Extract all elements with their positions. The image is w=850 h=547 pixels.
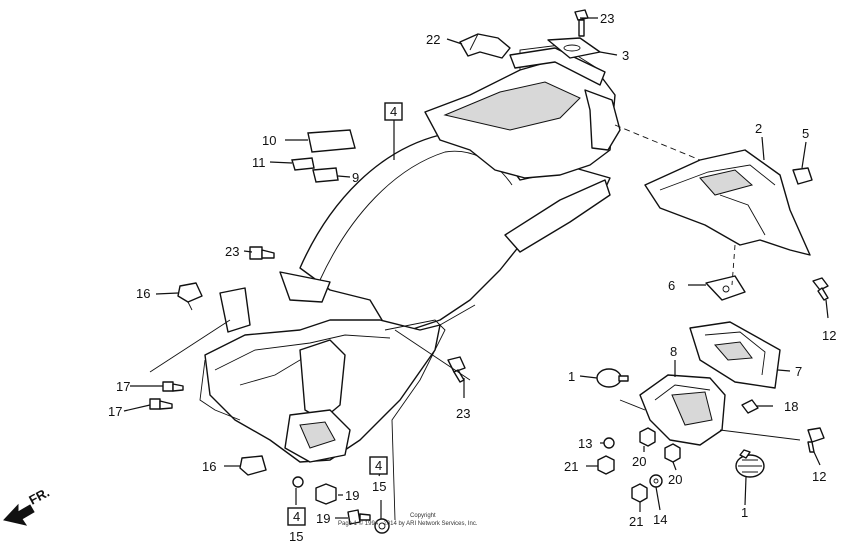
callout-16-bottom: 16 bbox=[202, 459, 216, 474]
grommet-15-bottom bbox=[374, 518, 390, 534]
ref-box-4-top: 4 bbox=[390, 104, 397, 119]
cap-5 bbox=[792, 167, 813, 185]
callout-1-top: 1 bbox=[568, 369, 575, 384]
callout-20-b: 20 bbox=[668, 472, 682, 487]
callout-20-a: 20 bbox=[632, 454, 646, 469]
washer-15-left bbox=[292, 476, 304, 488]
washer-14 bbox=[649, 474, 663, 488]
callout-19-b: 19 bbox=[316, 511, 330, 526]
callout-21-a: 21 bbox=[564, 459, 578, 474]
callout-23-top: 23 bbox=[600, 11, 614, 26]
callout-3: 3 bbox=[622, 48, 629, 63]
plate-7 bbox=[689, 321, 781, 389]
dashed-guides bbox=[149, 124, 801, 441]
bolt-23-left bbox=[249, 246, 275, 260]
bolt-12-bottom bbox=[807, 427, 825, 453]
callout-17-a: 17 bbox=[116, 379, 130, 394]
callout-14: 14 bbox=[653, 512, 667, 527]
callout-7: 7 bbox=[795, 364, 802, 379]
bolt-18 bbox=[741, 399, 759, 414]
callout-2: 2 bbox=[755, 121, 762, 136]
callout-18: 18 bbox=[784, 399, 798, 414]
leader-lines bbox=[123, 17, 829, 519]
callout-23-middle: 23 bbox=[456, 406, 470, 421]
washer-6 bbox=[705, 275, 746, 301]
callout-5: 5 bbox=[802, 126, 809, 141]
nut-19-a bbox=[315, 483, 337, 505]
callout-22: 22 bbox=[426, 32, 440, 47]
rear-fender-assembly bbox=[199, 44, 621, 521]
nut-20-a bbox=[639, 427, 656, 447]
screw-17-b bbox=[149, 398, 173, 410]
callout-12-bottom: 12 bbox=[812, 469, 826, 484]
ref-box-4-middle-frame bbox=[369, 456, 388, 475]
callout-23-left: 23 bbox=[225, 244, 239, 259]
bolt-12-top bbox=[812, 277, 829, 301]
clip-16-top bbox=[177, 282, 203, 311]
copyright-block: Copyright Page 1 © 1994 - 2014 by ARI Ne… bbox=[338, 513, 478, 527]
front-direction-indicator: FR. bbox=[3, 485, 52, 526]
rubber-1-bottom bbox=[735, 449, 765, 478]
copyright-line-2: Page 1 © 1994 - 2014 by ARI Network Serv… bbox=[338, 520, 478, 527]
screw-17-a bbox=[162, 381, 184, 392]
callout-12-top: 12 bbox=[822, 328, 836, 343]
callout-19-a: 19 bbox=[345, 488, 359, 503]
strap-22 bbox=[459, 33, 511, 59]
callout-15-left: 15 bbox=[289, 529, 303, 544]
callout-15-right: 15 bbox=[372, 479, 386, 494]
ref-box-4-bottom: 4 bbox=[293, 509, 300, 524]
nut-21-b bbox=[631, 483, 648, 503]
bolt-19-b bbox=[347, 509, 371, 525]
callout-16-top: 16 bbox=[136, 286, 150, 301]
bracket-2 bbox=[644, 149, 811, 256]
callout-13: 13 bbox=[578, 436, 592, 451]
nut-20-b bbox=[664, 443, 681, 463]
callout-1-bottom: 1 bbox=[741, 505, 748, 520]
callout-10: 10 bbox=[262, 133, 276, 148]
bolt-23-middle bbox=[447, 356, 466, 383]
clip-16-bottom bbox=[239, 455, 267, 476]
callout-9: 9 bbox=[352, 170, 359, 185]
ref-box-4-bottom-frame bbox=[287, 507, 306, 526]
bolt-23-top bbox=[574, 9, 589, 37]
ref-box-4-middle: 4 bbox=[375, 458, 382, 473]
callout-6: 6 bbox=[668, 278, 675, 293]
rubber-1-top bbox=[596, 368, 629, 388]
callouts: 22 23 3 10 11 9 23 16 17 17 16 19 19 15 … bbox=[108, 11, 836, 544]
ref-box-4-top-frame bbox=[384, 102, 403, 121]
direction-label: FR. bbox=[26, 485, 52, 508]
nut-21-a bbox=[597, 455, 615, 475]
pad-10 bbox=[307, 129, 356, 153]
direction-arrow-icon bbox=[3, 503, 35, 526]
washer-13 bbox=[603, 437, 615, 449]
callout-11: 11 bbox=[252, 155, 266, 170]
callout-21-b: 21 bbox=[629, 514, 643, 529]
pad-9 bbox=[312, 167, 339, 183]
copyright-line-1: Copyright bbox=[410, 513, 436, 519]
callout-8: 8 bbox=[670, 344, 677, 359]
callout-17-b: 17 bbox=[108, 404, 122, 419]
pad-11 bbox=[291, 157, 315, 171]
